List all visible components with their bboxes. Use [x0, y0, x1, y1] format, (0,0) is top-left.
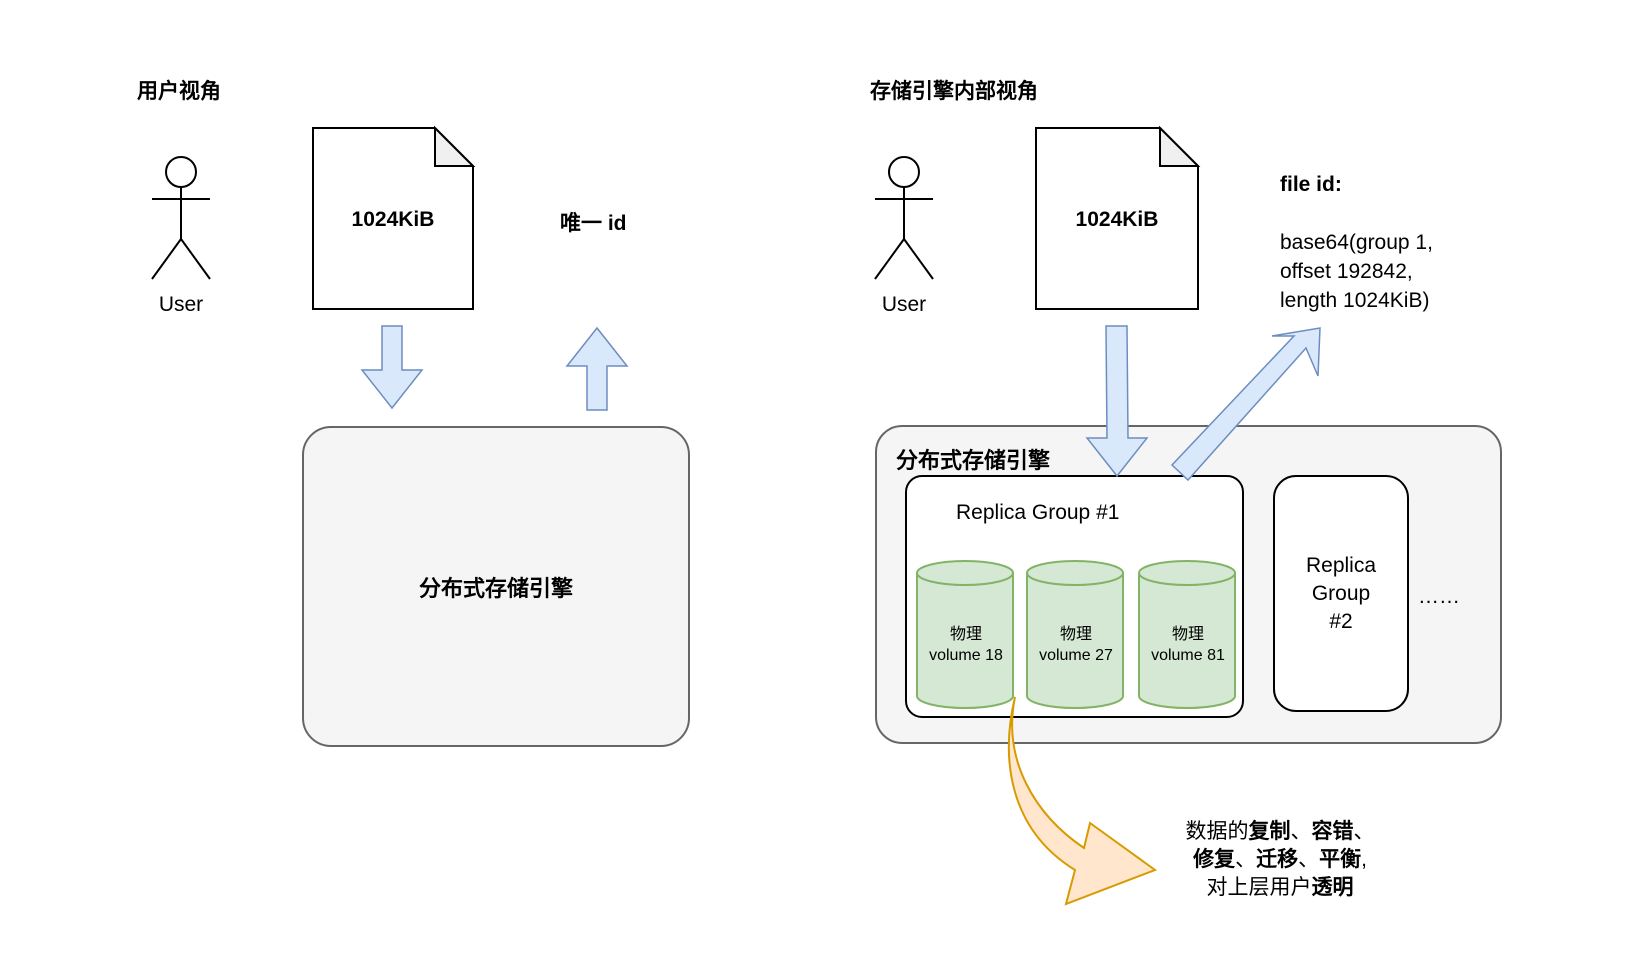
file-id-line: offset 192842,	[1280, 260, 1413, 283]
note-emphasis: 复制	[1248, 820, 1291, 843]
volume-label: 物理 volume 18	[917, 624, 1015, 666]
storage-engine-container-label: 分布式存储引擎	[896, 448, 1051, 473]
replica-group-1-label: Replica Group #1	[956, 501, 1120, 524]
return-file-id-arrow	[1170, 327, 1321, 482]
volume-line: 物理	[1059, 626, 1092, 643]
note-emphasis: 迁移	[1256, 848, 1299, 871]
volume-line: volume 27	[1039, 647, 1113, 664]
replica-group-2-line: Replica	[1305, 554, 1377, 577]
replica-group-2-line: Group	[1311, 582, 1371, 605]
note-text: 、	[1298, 848, 1320, 871]
storage-engine-label: 分布式存储引擎	[418, 575, 573, 601]
volume-line: 物理	[1171, 626, 1204, 643]
unique-id-label: 唯一 id	[560, 212, 627, 235]
file-size-label: 1024KiB	[1075, 208, 1159, 231]
volume-cylinder-icon	[1026, 560, 1124, 709]
volume-cylinder-icon	[916, 560, 1014, 709]
file-id-heading: file id:	[1280, 173, 1342, 196]
user-label: User	[881, 293, 927, 316]
replica-group-2-line: #2	[1329, 610, 1353, 633]
note-line: 数据的复制、容错、	[1160, 818, 1400, 846]
more-groups-ellipsis: ……	[1418, 585, 1460, 608]
file-id-line: base64(group 1,	[1280, 231, 1433, 254]
note-text: 对上层用户	[1206, 876, 1312, 899]
upload-arrow	[360, 325, 424, 410]
volume-line: volume 81	[1151, 647, 1225, 664]
volume-line: volume 18	[929, 647, 1003, 664]
note-emphasis: 平衡	[1319, 848, 1362, 871]
note-emphasis: 透明	[1311, 876, 1354, 899]
note-line: 对上层用户透明	[1160, 874, 1400, 902]
volume-cylinder-icon	[1138, 560, 1236, 709]
volume-label: 物理 volume 27	[1027, 624, 1125, 666]
note-emphasis: 容错	[1311, 820, 1354, 843]
file-id-block: file id: base64(group 1, offset 192842, …	[1280, 170, 1433, 315]
user-view-title: 用户视角	[137, 80, 221, 103]
file-size-label: 1024KiB	[351, 208, 435, 231]
storage-engine-box	[302, 426, 690, 747]
note-emphasis: 修复	[1193, 848, 1236, 871]
transparency-curve-arrow	[1007, 696, 1158, 906]
engine-internal-view-title: 存储引擎内部视角	[870, 80, 1038, 103]
user-actor-icon	[874, 156, 934, 280]
replica-group-2-box	[1273, 475, 1409, 712]
transparency-note: 数据的复制、容错、修复、迁移、平衡,对上层用户透明	[1160, 818, 1400, 902]
volume-line: 物理	[949, 626, 982, 643]
volume-label: 物理 volume 81	[1139, 624, 1237, 666]
note-text: 、	[1235, 848, 1257, 871]
note-text: 、	[1290, 820, 1312, 843]
note-text: ,	[1361, 848, 1367, 871]
replica-group-2-label: Replica Group #2	[1274, 552, 1408, 636]
file-id-line: length 1024KiB)	[1280, 289, 1430, 312]
user-label: User	[158, 293, 204, 316]
return-id-arrow	[565, 326, 629, 411]
note-text: 、	[1353, 820, 1375, 843]
write-arrow	[1085, 325, 1149, 478]
file-document-icon	[1035, 125, 1201, 310]
note-line: 修复、迁移、平衡,	[1160, 846, 1400, 874]
user-actor-icon	[151, 156, 211, 280]
note-text: 数据的	[1185, 820, 1249, 843]
file-document-icon	[312, 125, 476, 310]
